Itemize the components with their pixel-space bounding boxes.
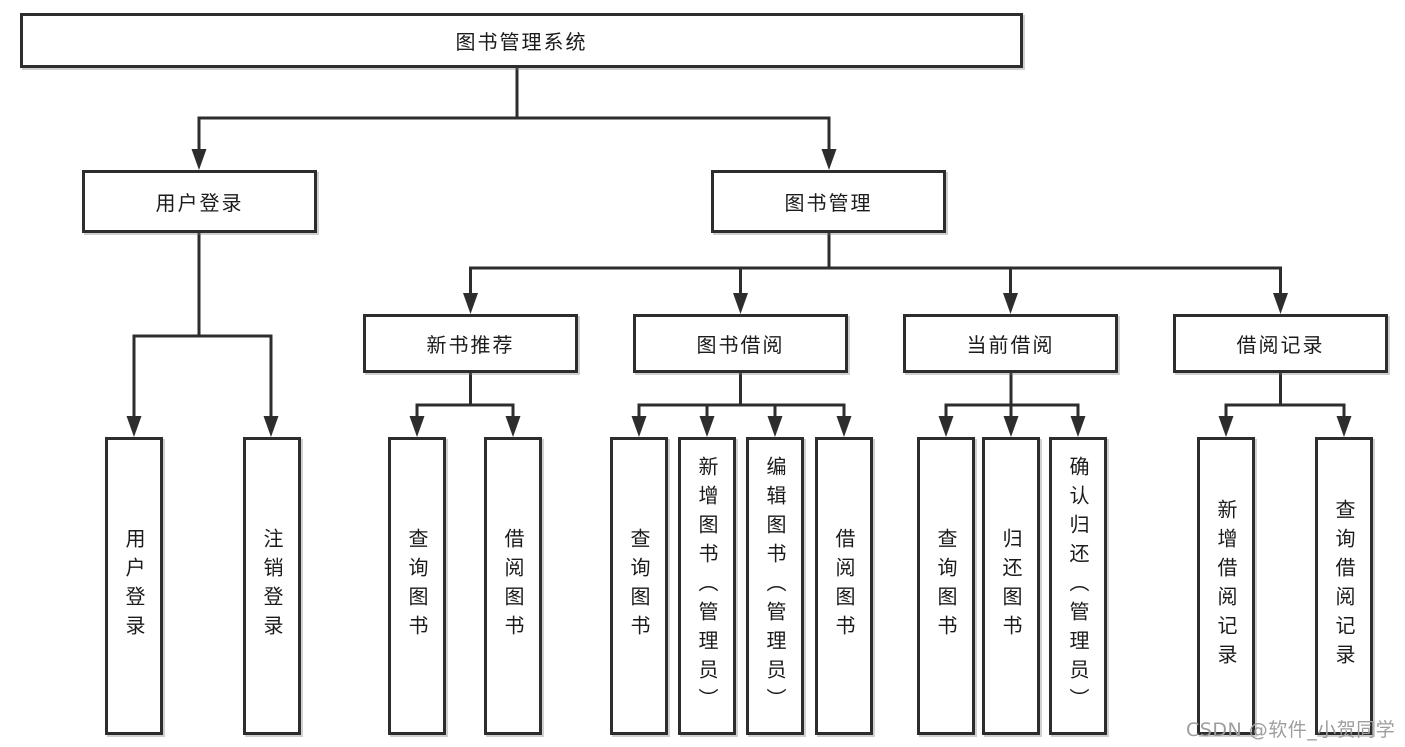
arrowhead-current-borrow bbox=[1003, 293, 1018, 314]
node-book-borrow: 图书借阅 bbox=[633, 314, 848, 373]
arrowhead-leaf-cb-confirm bbox=[1070, 416, 1086, 437]
connector-br-bus bbox=[1224, 403, 1346, 421]
arrowhead-leaf-logout bbox=[263, 416, 279, 437]
leaf-logout: 注销登录 bbox=[243, 437, 301, 735]
arrowhead-book-mgmt bbox=[821, 149, 837, 170]
leaf-add-borrow-record: 新增借阅记录 bbox=[1197, 437, 1255, 735]
leaf-borrow-book: 借阅图书 bbox=[815, 437, 873, 735]
arrowhead-borrow-records bbox=[1273, 293, 1288, 314]
node-user-login: 用户登录 bbox=[82, 170, 317, 233]
connector-cb-bus bbox=[944, 403, 1080, 421]
node-new-book-recommend: 新书推荐 bbox=[363, 314, 578, 373]
connector-rec-bus bbox=[415, 403, 515, 421]
leaf-query-books-current: 查询图书 bbox=[917, 437, 975, 735]
connector-user-login-bus bbox=[132, 334, 273, 421]
connector-bb-bus bbox=[637, 403, 846, 421]
arrowhead-user-login bbox=[191, 149, 207, 170]
node-borrow-records: 借阅记录 bbox=[1173, 314, 1388, 373]
arrowhead-leaf-bb-add bbox=[699, 416, 715, 437]
arrowhead-rec-new-books bbox=[463, 293, 478, 314]
leaf-add-book-admin: 新增图书（管理员） bbox=[678, 437, 736, 735]
leaf-confirm-return-admin: 确认归还（管理员） bbox=[1049, 437, 1107, 735]
arrowhead-leaf-bb-edit bbox=[767, 416, 783, 437]
arrowhead-leaf-cb-return bbox=[1003, 416, 1019, 437]
leaf-user-login: 用户登录 bbox=[105, 437, 163, 735]
node-current-borrow: 当前借阅 bbox=[903, 314, 1118, 373]
node-root: 图书管理系统 bbox=[20, 13, 1023, 68]
arrowhead-leaf-rec-borrow bbox=[505, 416, 521, 437]
leaf-query-borrow-record: 查询借阅记录 bbox=[1315, 437, 1373, 735]
connector-level3-bus bbox=[469, 266, 1282, 298]
arrowhead-leaf-bb-query bbox=[631, 416, 647, 437]
arrowhead-leaf-user-login bbox=[126, 416, 142, 437]
arrowhead-book-borrow bbox=[733, 293, 748, 314]
leaf-query-books-recommend: 查询图书 bbox=[388, 437, 446, 735]
arrowhead-leaf-rec-query bbox=[409, 416, 425, 437]
node-book-management: 图书管理 bbox=[711, 170, 946, 233]
leaf-edit-book-admin: 编辑图书（管理员） bbox=[746, 437, 804, 735]
leaf-return-book: 归还图书 bbox=[982, 437, 1040, 735]
leaf-query-books-borrow: 查询图书 bbox=[610, 437, 668, 735]
arrowhead-leaf-br-query bbox=[1336, 416, 1352, 437]
leaf-borrow-books-recommend: 借阅图书 bbox=[484, 437, 542, 735]
arrowhead-leaf-bb-borrow bbox=[836, 416, 852, 437]
arrowhead-leaf-cb-query bbox=[938, 416, 954, 437]
arrowhead-leaf-br-add bbox=[1218, 416, 1234, 437]
connector-level2-bus bbox=[197, 116, 831, 153]
csdn-watermark: CSDN @软件_小贺同学 bbox=[1186, 719, 1396, 741]
